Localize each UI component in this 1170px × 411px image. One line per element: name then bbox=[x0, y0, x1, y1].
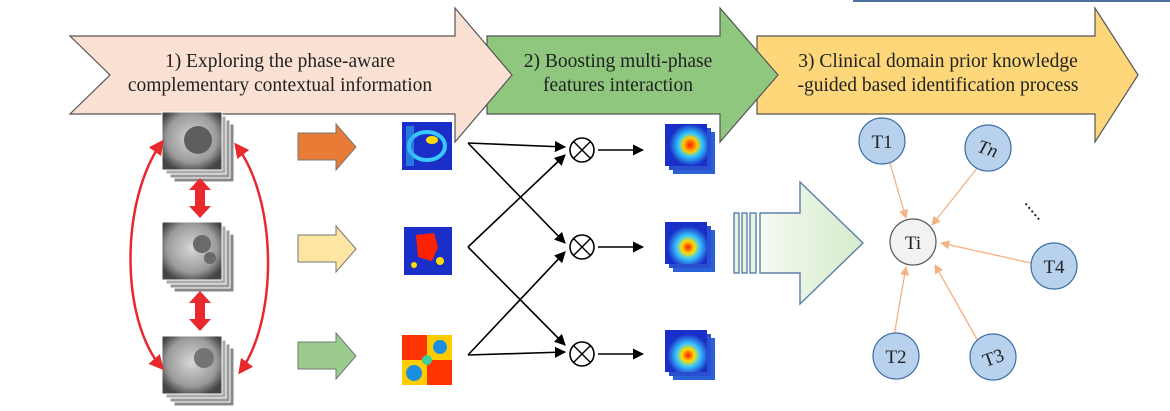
multiply-operator-2 bbox=[569, 234, 595, 260]
stage-banner-3 bbox=[756, 5, 1139, 145]
stage-1-label: 1) Exploring the phase-aware complementa… bbox=[127, 51, 433, 96]
interaction-arrows bbox=[467, 140, 645, 360]
node-ti: Ti bbox=[889, 218, 937, 266]
feature-map-2 bbox=[404, 227, 452, 275]
top-right-rule bbox=[853, 0, 1170, 2]
ct-stack-bottom bbox=[161, 335, 235, 407]
svg-text:T2: T2 bbox=[885, 347, 906, 368]
fused-heatmap-1 bbox=[665, 124, 715, 174]
bidirectional-arrow-bottom bbox=[189, 291, 211, 331]
multiply-operator-1 bbox=[569, 137, 595, 163]
stage-2-label: 2) Boosting multi-phase features interac… bbox=[523, 51, 713, 96]
node-t2: T2 bbox=[872, 332, 920, 380]
svg-text:T4: T4 bbox=[1043, 257, 1065, 278]
stage-3-label: 3) Clinical domain prior knowledge -guid… bbox=[797, 51, 1079, 96]
phase-arrow-2 bbox=[297, 224, 357, 274]
fused-heatmap-3 bbox=[665, 330, 715, 380]
node-tn: Tn bbox=[964, 124, 1012, 172]
node-t4: T4 bbox=[1030, 242, 1078, 290]
graph-edges bbox=[888, 159, 1032, 342]
stage-banner-1 bbox=[68, 6, 513, 144]
svg-text:Ti: Ti bbox=[905, 233, 921, 254]
phase-arrow-1 bbox=[297, 122, 357, 172]
phase-loop-arrow-right bbox=[234, 142, 270, 375]
bidirectional-arrow-top bbox=[189, 178, 211, 218]
aggregation-arrow bbox=[733, 180, 865, 306]
fused-heatmap-2 bbox=[665, 222, 715, 272]
feature-map-3 bbox=[402, 335, 452, 385]
node-t1: T1 bbox=[858, 117, 906, 165]
feature-map-1 bbox=[402, 122, 452, 170]
stage-banner-2 bbox=[486, 6, 779, 144]
multiply-operator-3 bbox=[569, 341, 595, 367]
ct-stack-top bbox=[161, 111, 235, 183]
phase-loop-arrow bbox=[129, 139, 164, 371]
phase-arrow-3 bbox=[297, 331, 357, 381]
svg-text:T1: T1 bbox=[871, 132, 892, 153]
node-ellipsis: ..... bbox=[1020, 193, 1051, 225]
node-t3: T3 bbox=[969, 333, 1017, 381]
ct-stack-middle bbox=[161, 221, 235, 293]
